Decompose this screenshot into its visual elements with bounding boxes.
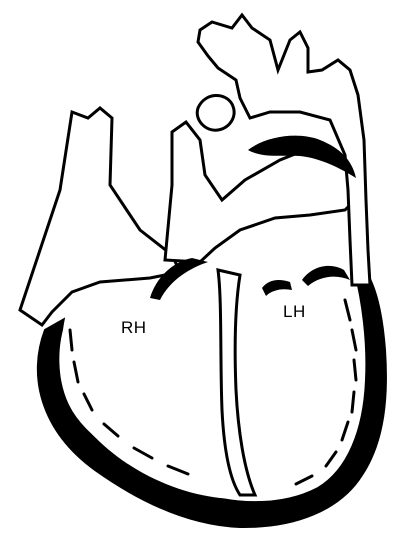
vessel-bud (197, 95, 234, 130)
right-heart-label: RH (121, 318, 147, 338)
left-heart-label: LH (283, 302, 306, 322)
